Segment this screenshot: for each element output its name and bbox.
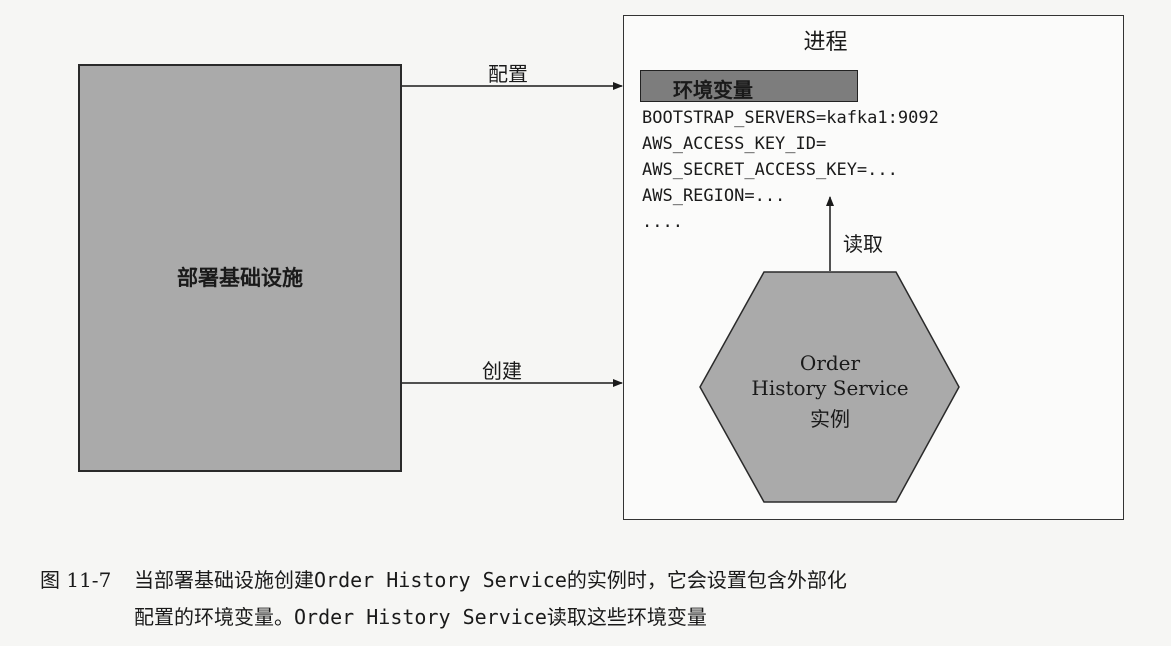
configure-edge-label: 配置 — [488, 62, 528, 86]
process-title: 进程 — [803, 30, 848, 55]
env-var-line: AWS_SECRET_ACCESS_KEY=... — [642, 160, 898, 180]
env-var-line: AWS_ACCESS_KEY_ID= — [642, 134, 827, 154]
caption-text: 的实例时，它会设置包含外部化 — [566, 568, 847, 592]
create-edge-label: 创建 — [482, 359, 522, 383]
read-edge-label: 读取 — [843, 232, 883, 256]
env-vars-header-label: 环境变量 — [673, 78, 753, 102]
deployment-infrastructure-box — [78, 64, 402, 472]
env-var-line: AWS_REGION=... — [642, 186, 786, 206]
caption-line-1: 当部署基础设施创建Order History Service的实例时，它会设置包… — [134, 564, 847, 593]
caption-line-2: 配置的环境变量。Order History Service读取这些环境变量 — [134, 601, 707, 630]
env-vars-header-bar — [640, 70, 858, 102]
service-name-line: History Service — [751, 376, 909, 400]
env-var-line: BOOTSTRAP_SERVERS=kafka1:9092 — [642, 108, 939, 128]
caption-service-name: Order History Service — [314, 568, 567, 592]
caption-text: 读取这些环境变量 — [546, 605, 707, 629]
caption-service-name: Order History Service — [294, 605, 547, 629]
caption-text: 当部署基础设施创建 — [134, 568, 314, 592]
figure-number: 图 11-7 — [40, 568, 112, 592]
service-name-line: Order — [799, 351, 861, 375]
service-instance-label: 实例 — [810, 407, 850, 431]
service-hexagon — [699, 271, 960, 503]
env-var-line: .... — [642, 212, 683, 232]
deployment-infrastructure-label: 部署基础设施 — [177, 265, 303, 290]
caption-text: 配置的环境变量。 — [134, 605, 294, 629]
